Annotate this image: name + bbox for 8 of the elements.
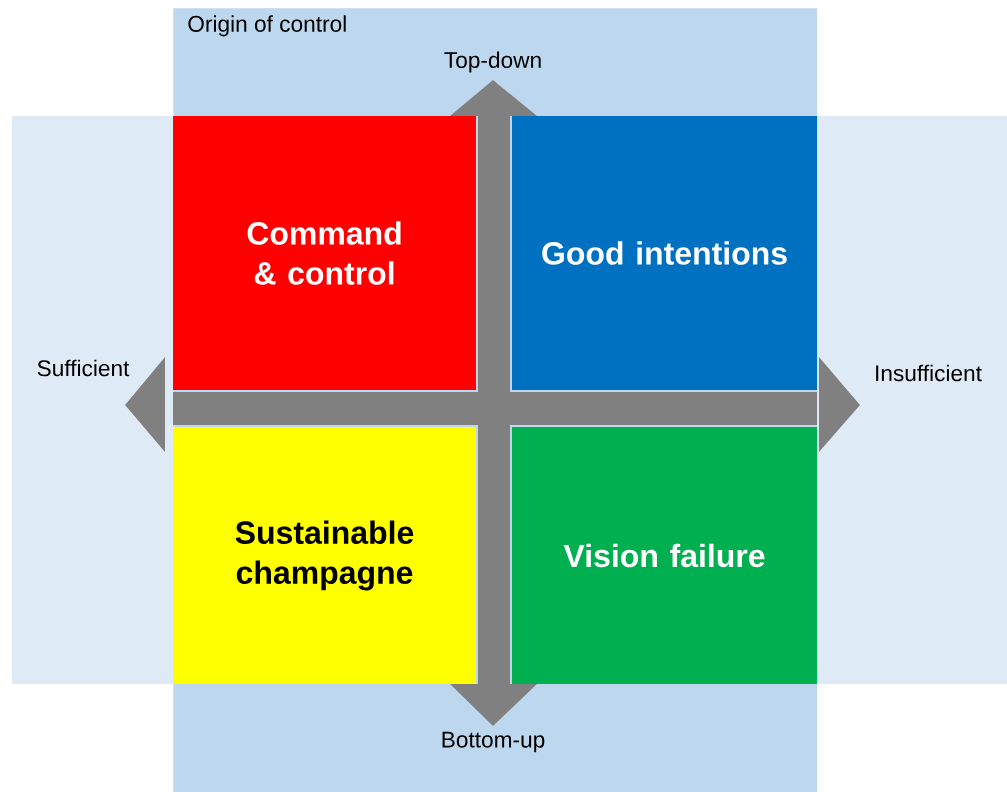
axis-label: Sufficient bbox=[37, 359, 130, 377]
quadrant-box: Command & control bbox=[173, 116, 476, 390]
quadrant-box: Sustainable champagne bbox=[173, 426, 476, 685]
quadrant-box: Good intentions bbox=[511, 116, 818, 390]
axis-label: Bottom-up bbox=[442, 731, 545, 753]
axis-label: Insufficient bbox=[876, 364, 982, 382]
axis-label: Top-down bbox=[444, 51, 541, 73]
quadrant-box: Vision failure bbox=[511, 426, 818, 685]
